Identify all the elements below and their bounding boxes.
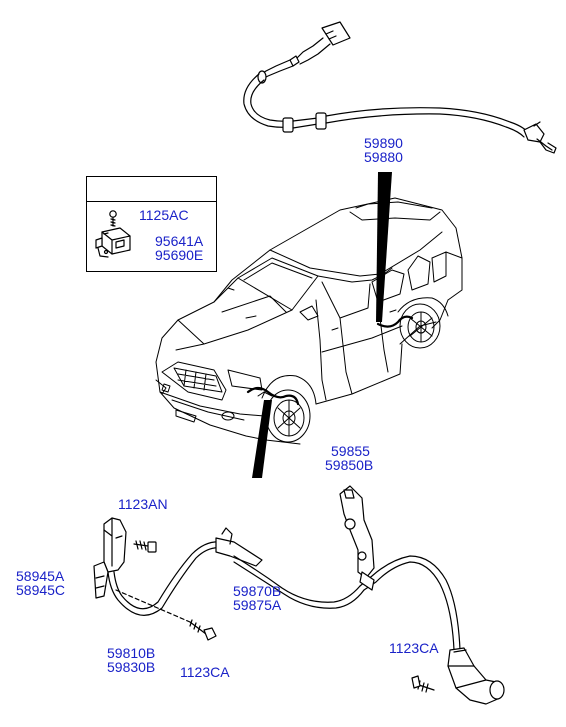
front-sensor-cable-drawing (243, 21, 557, 154)
cable-part-number-1: 59810B (107, 645, 156, 661)
inset-header (87, 177, 216, 202)
inset-bolt-part-number: 1125AC (139, 207, 189, 223)
inset-module-part-number-2: 95690E (155, 247, 204, 263)
rear-bracket-part-number-2: 59850B (325, 457, 374, 473)
bracket-bolt-part-number: 1123AN (118, 496, 168, 512)
rear-bracket-part-number-1: 59855 (331, 443, 370, 459)
grommet-part-number-1: 59870B (233, 583, 282, 599)
vehicle-drawing (155, 197, 463, 445)
inset-module-part-number-1: 95641A (155, 233, 204, 249)
clip-part-number-2: 58945C (16, 582, 66, 598)
front-cable-part-number-1: 59890 (364, 135, 403, 151)
cable-part-number-2: 59830B (107, 659, 156, 675)
grommet-part-number-2: 59875A (233, 597, 282, 613)
front-cable-part-number-2: 59880 (364, 149, 403, 165)
sensor-bolt-part-number: 1123CA (389, 640, 439, 656)
rear-sensor-assembly-drawing (93, 485, 505, 705)
lower-bolt-part-number: 1123CA (180, 664, 230, 680)
callout-bands (252, 172, 392, 478)
inset-parts-drawing (95, 210, 131, 258)
clip-part-number-1: 58945A (16, 568, 65, 584)
inset-detail-box (86, 176, 217, 272)
